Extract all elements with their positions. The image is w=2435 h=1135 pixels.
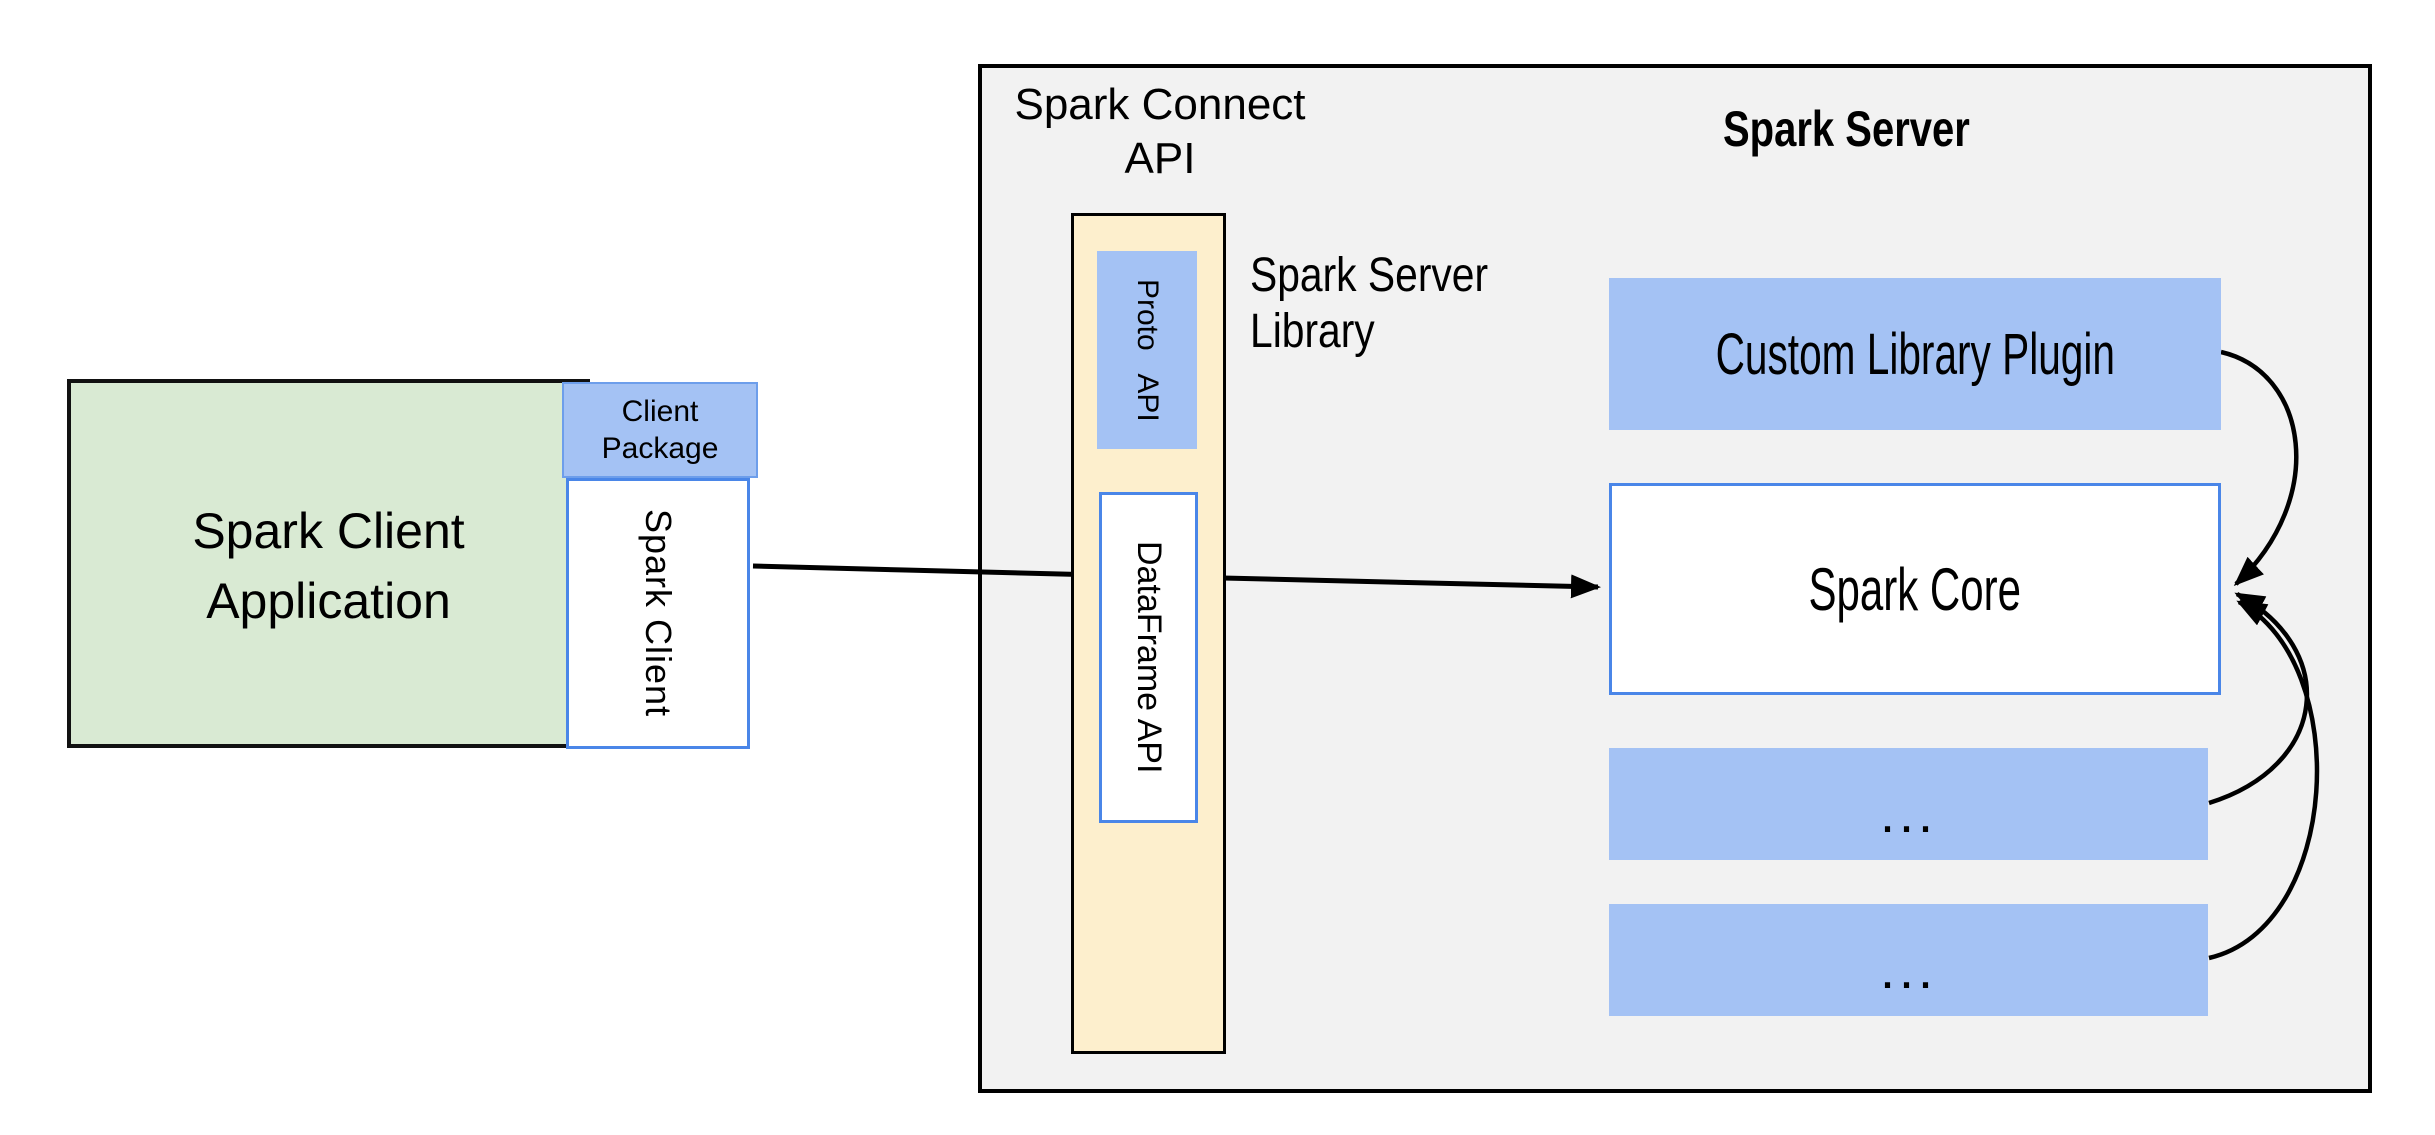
spark-client-application-label-line2: Application xyxy=(206,573,451,629)
spark-client-application-box xyxy=(67,379,590,748)
plugin-slot-2-box: ... xyxy=(1609,904,2208,1016)
spark-connect-api-heading: Spark Connect API xyxy=(940,78,1380,186)
proto-api-box: Proto API xyxy=(1097,251,1197,449)
custom-library-plugin-box: Custom Library Plugin xyxy=(1609,278,2221,430)
spark-core-label: Spark Core xyxy=(1808,555,2022,623)
spark-client-application-label-line1: Spark Client xyxy=(192,503,465,559)
slot2-to-core-arrow xyxy=(2208,600,2320,961)
custom-library-plugin-label: Custom Library Plugin xyxy=(1715,321,2115,387)
dataframe-api-box: DataFrame API xyxy=(1099,492,1198,823)
client-package-label-line1: Client xyxy=(621,395,699,428)
spark-server-heading: Spark Server xyxy=(1723,101,1970,157)
spark-server-library-heading-line1: Spark Server xyxy=(1250,249,1489,302)
spark-client-label: Spark Client xyxy=(638,509,679,718)
spark-connect-api-heading-line2: API xyxy=(1124,134,1196,183)
plugin-slot-2-ellipsis: ... xyxy=(1879,940,1937,1000)
spark-client-box: Spark Client xyxy=(566,478,750,749)
client-to-core-arrow xyxy=(752,563,1601,599)
dataframe-api-label: DataFrame API xyxy=(1130,541,1168,774)
proto-api-label: Proto API xyxy=(1131,278,1164,422)
plugin-slot-1-box: ... xyxy=(1609,748,2208,860)
spark-server-library-heading-line2: Library xyxy=(1250,305,1375,358)
plugin-to-core-arrow xyxy=(2220,349,2299,587)
spark-core-box: Spark Core xyxy=(1609,483,2221,695)
client-package-box: Client Package xyxy=(562,382,758,478)
slot1-to-core-arrow xyxy=(2208,592,2310,806)
spark-client-application-label: Spark Client Application xyxy=(67,496,590,636)
spark-connect-api-heading-line1: Spark Connect xyxy=(1014,80,1306,129)
spark-server-library-heading: Spark Server Library xyxy=(1250,248,1488,360)
client-package-label-line2: Package xyxy=(601,432,719,465)
plugin-slot-1-ellipsis: ... xyxy=(1879,784,1937,844)
